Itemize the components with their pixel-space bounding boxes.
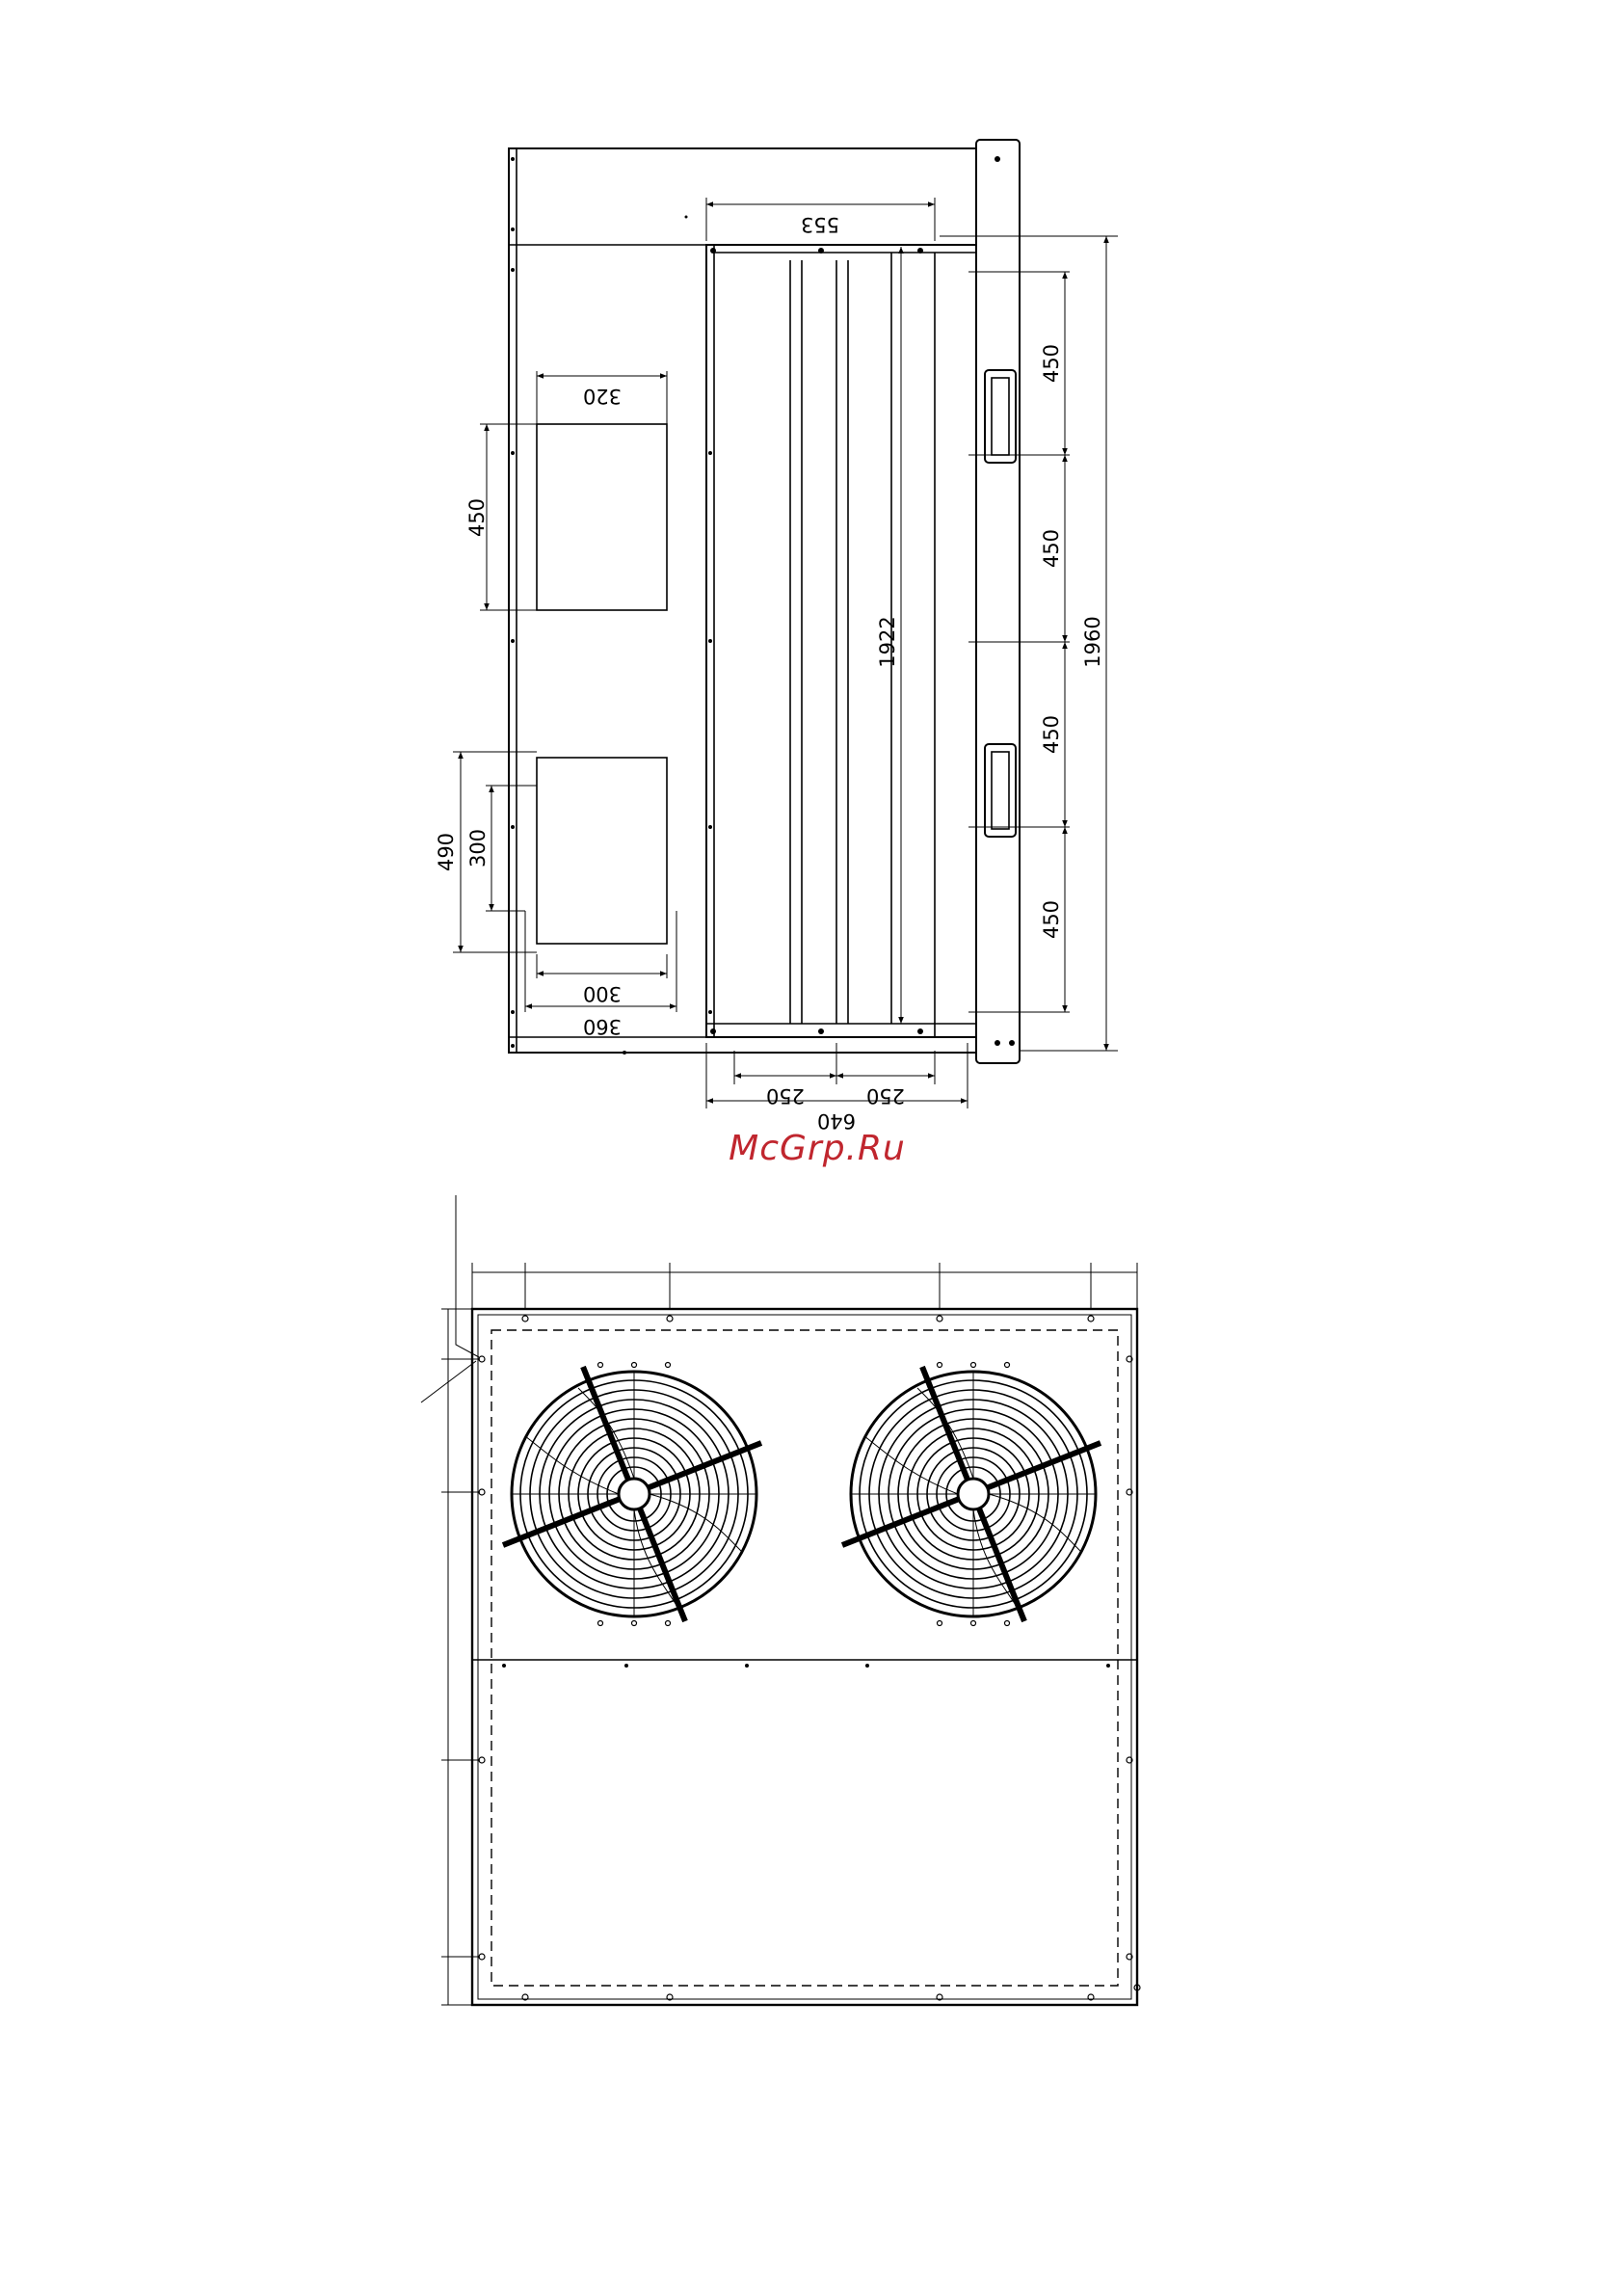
coil-block xyxy=(706,245,976,1037)
dim-rear-cut-height: 450 xyxy=(465,498,489,537)
cutout-rear xyxy=(537,424,667,610)
right-rail xyxy=(976,140,1020,1063)
cutout-front xyxy=(537,758,667,944)
dim-front-cut-inner: 300 xyxy=(466,829,490,868)
front-view-drawing xyxy=(421,1195,1140,2005)
dashed-inner-outline xyxy=(491,1330,1118,1986)
dim-base-right: 250 xyxy=(866,1084,905,1108)
dim-spacing-3: 450 xyxy=(1040,715,1063,754)
dim-front-cut-outer: 490 xyxy=(435,833,458,871)
dim-base-left: 250 xyxy=(766,1084,805,1108)
dim-spacing-1: 450 xyxy=(1040,344,1063,383)
dim-spacing-2: 450 xyxy=(1040,529,1063,568)
dim-overall-length: 1960 xyxy=(1081,616,1104,667)
fan-guard-left xyxy=(503,1367,761,1621)
top-view-drawing xyxy=(453,140,1118,1108)
watermark: McGrp.Ru xyxy=(729,1129,906,1168)
dim-rear-cut-width: 320 xyxy=(583,385,622,408)
dim-front-cut-width-outer: 360 xyxy=(583,1015,622,1038)
fan-guard-right xyxy=(842,1367,1101,1621)
front-panel-outline xyxy=(472,1309,1137,2005)
handle-lower xyxy=(985,744,1016,837)
dim-front-cut-width-inner: 300 xyxy=(583,982,622,1005)
dim-spacing-4: 450 xyxy=(1040,900,1063,939)
handle-upper xyxy=(985,370,1016,463)
frame-outline xyxy=(509,148,976,1053)
dim-width-top: 553 xyxy=(801,213,839,236)
mounting-holes-top xyxy=(511,156,1015,1055)
dim-coil-length: 1922 xyxy=(876,616,899,667)
